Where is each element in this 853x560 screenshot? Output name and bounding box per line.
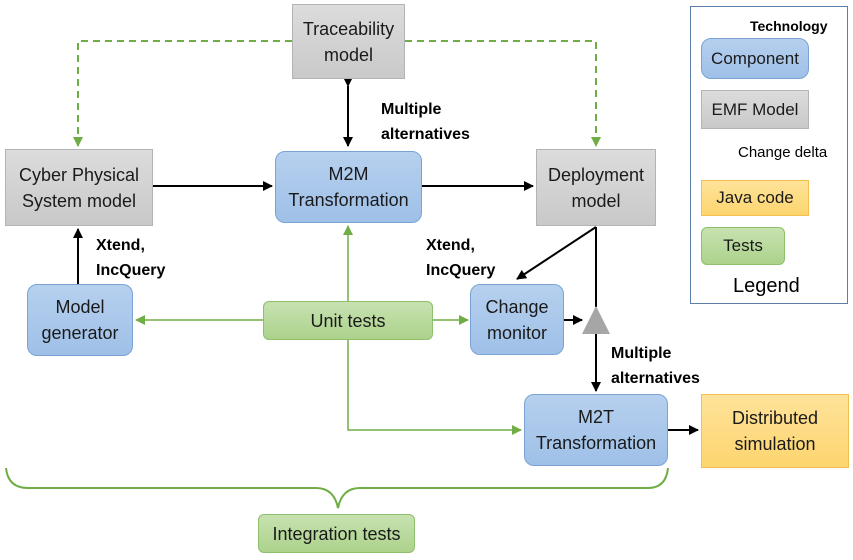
traceability-model-label: Traceability model (302, 18, 395, 65)
legend-component: Component (701, 38, 809, 79)
distributed-simulation: Distributed simulation (701, 394, 849, 468)
legend-java-code-label: Java code (716, 188, 794, 207)
legend-title: Technology (750, 18, 828, 34)
legend-component-label: Component (711, 48, 799, 68)
change-monitor-label: Change monitor (485, 296, 549, 343)
integration-tests: Integration tests (258, 514, 415, 553)
integration-tests-label: Integration tests (272, 523, 401, 544)
model-generator: Model generator (27, 284, 133, 356)
trace-link-cps (73, 40, 292, 147)
test-link-m2t (347, 340, 522, 435)
m2m-label: M2M Transformation (288, 164, 409, 210)
unit-tests-label: Unit tests (310, 310, 386, 331)
label-multiple-alternatives-top: Multiple alternatives (381, 101, 470, 143)
legend-tests: Tests (701, 227, 785, 265)
unit-tests: Unit tests (263, 301, 433, 340)
deployment-model-label: Deployment model (547, 164, 645, 211)
legend-change-delta-label: Change delta (738, 144, 828, 161)
label-xtend-incquery-right: Xtend, IncQuery (426, 237, 496, 279)
m2t-label: M2T Transformation (535, 407, 657, 453)
change-delta-triangle (582, 306, 610, 334)
change-monitor: Change monitor (470, 284, 564, 355)
arrow-deployment-monitor (516, 226, 597, 280)
legend-caption: Legend (733, 275, 800, 297)
cps-model-label: Cyber Physical System model (18, 164, 140, 211)
m2m-transformation: M2M Transformation (275, 151, 422, 223)
label-multiple-alternatives-bottom: Multiple alternatives (611, 345, 700, 387)
distributed-simulation-label: Distributed simulation (731, 408, 819, 454)
legend-java-code: Java code (701, 180, 809, 216)
deployment-model: Deployment model (536, 149, 656, 226)
model-generator-label: Model generator (41, 297, 119, 343)
traceability-model: Traceability model (292, 4, 405, 79)
cyber-physical-system-model: Cyber Physical System model (5, 149, 153, 226)
legend-tests-label: Tests (723, 236, 763, 255)
label-xtend-incquery-left: Xtend, IncQuery (96, 237, 166, 279)
integration-brace (5, 467, 669, 509)
legend-emf-model: EMF Model (701, 90, 809, 129)
trace-link-deployment (405, 40, 601, 147)
m2t-transformation: M2T Transformation (524, 394, 668, 466)
legend-emf-model-label: EMF Model (711, 99, 799, 119)
